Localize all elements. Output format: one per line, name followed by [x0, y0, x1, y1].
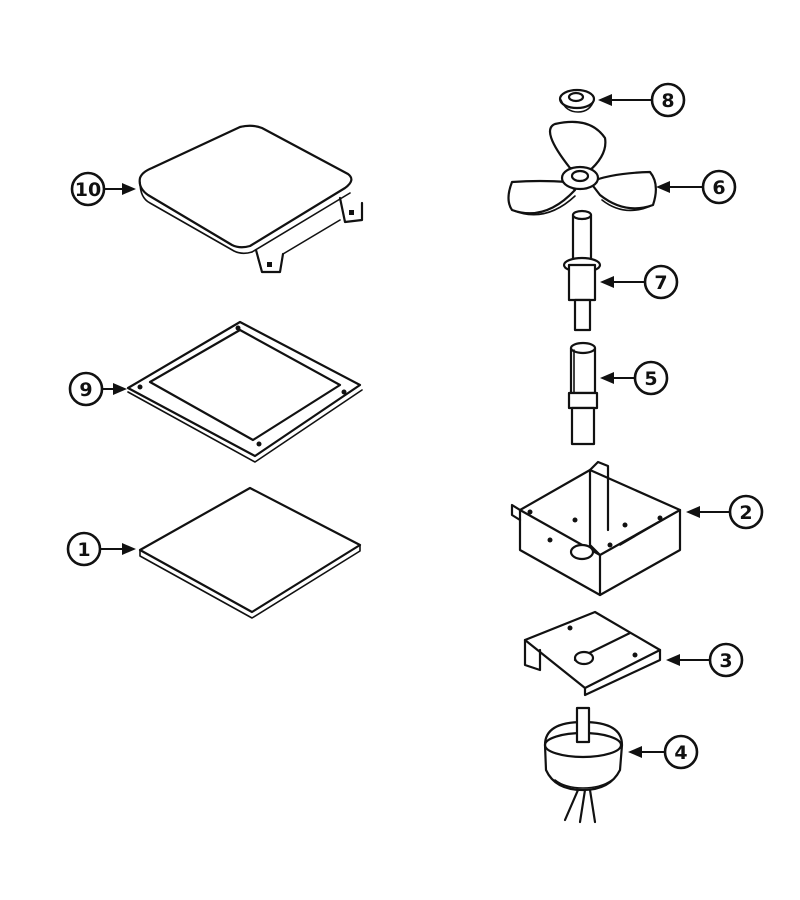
- part-fan-blade: [507, 120, 657, 216]
- callout-9: 9: [68, 371, 127, 407]
- part-nut: [558, 88, 596, 113]
- callout-label: 3: [719, 650, 732, 672]
- callout-label: 7: [654, 272, 667, 294]
- part-cover: [138, 124, 364, 274]
- callout-label: 2: [739, 502, 752, 524]
- callout-1: 1: [66, 531, 136, 567]
- callout-label: 5: [644, 368, 657, 390]
- part-motor-bracket: [510, 460, 682, 597]
- part-mounting-plate: [523, 610, 662, 697]
- part-motor: [543, 706, 624, 824]
- callout-label: 9: [79, 379, 92, 401]
- callout-8: 8: [598, 82, 686, 118]
- callout-label: 6: [712, 177, 725, 199]
- part-shaft: [562, 209, 602, 332]
- callout-10: 10: [70, 171, 136, 207]
- callout-label: 8: [661, 90, 674, 112]
- callout-label: 1: [77, 539, 90, 561]
- callout-label: 10: [75, 179, 101, 201]
- part-coupler: [567, 341, 599, 446]
- callout-4: 4: [628, 734, 699, 770]
- callout-7: 7: [600, 264, 679, 300]
- callout-2: 2: [686, 494, 764, 530]
- part-flat-plate: [138, 486, 362, 619]
- callout-5: 5: [600, 360, 669, 396]
- callout-label: 4: [674, 742, 687, 764]
- callout-6: 6: [656, 169, 737, 205]
- part-gasket-frame: [126, 320, 363, 463]
- callout-3: 3: [666, 642, 744, 678]
